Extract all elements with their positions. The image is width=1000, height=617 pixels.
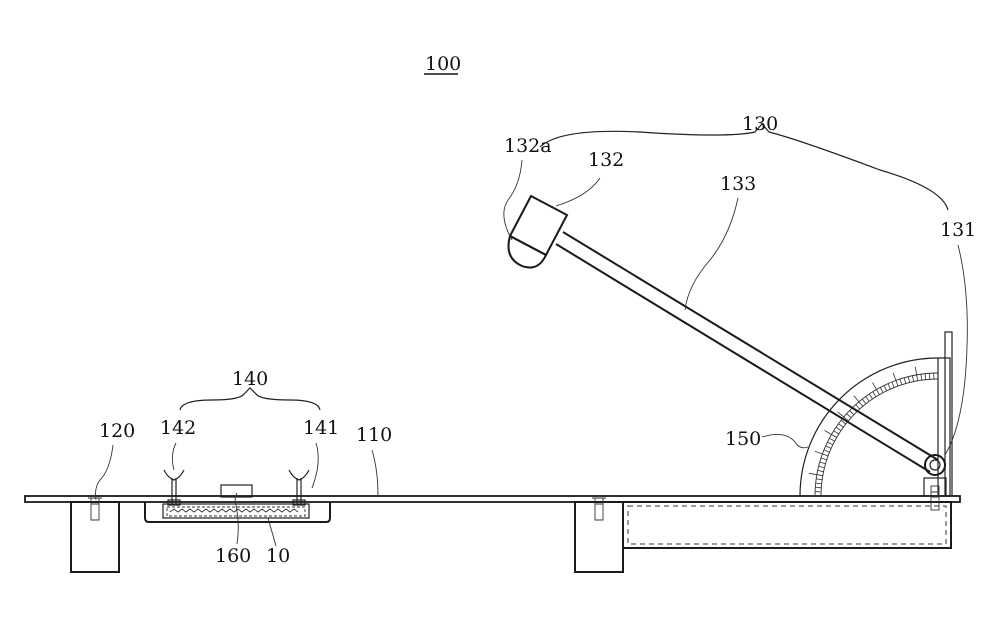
protractor-tick bbox=[912, 376, 913, 382]
label-impact-unit: 130 bbox=[742, 113, 778, 135]
support-leg-right bbox=[575, 498, 623, 572]
protractor-tick bbox=[847, 414, 852, 418]
protractor-tick bbox=[816, 483, 822, 484]
label-clamp-left: 142 bbox=[160, 417, 196, 439]
protractor-tick bbox=[809, 473, 823, 475]
protractor-tick bbox=[820, 462, 826, 464]
label-clamp-unit: 140 bbox=[232, 368, 268, 390]
protractor-tick bbox=[816, 479, 822, 480]
brace-clamp-unit bbox=[180, 388, 320, 410]
protractor-tick bbox=[884, 385, 887, 390]
protractor-tick bbox=[839, 424, 844, 428]
protractor-tick bbox=[915, 367, 917, 381]
protractor-tick bbox=[921, 374, 922, 380]
protractor-tick bbox=[819, 466, 825, 468]
protractor-tick bbox=[824, 450, 830, 452]
label-arm: 133 bbox=[720, 173, 756, 195]
protractor-tick bbox=[892, 382, 894, 388]
protractor-tick bbox=[829, 438, 834, 441]
protractor-tick bbox=[880, 387, 883, 392]
label-head-tip: 132a bbox=[504, 135, 552, 157]
protractor-ticks bbox=[807, 365, 938, 496]
label-clamp-right: 141 bbox=[303, 417, 339, 439]
leader-lines bbox=[96, 160, 968, 546]
protractor-tick bbox=[904, 378, 906, 384]
protractor-tick bbox=[821, 458, 827, 460]
label-specimen: 10 bbox=[266, 545, 290, 567]
protractor-tick bbox=[836, 427, 841, 430]
protractor-tick bbox=[827, 442, 832, 445]
protractor bbox=[800, 358, 950, 496]
protractor-tick bbox=[908, 377, 910, 383]
protractor-tick bbox=[826, 446, 832, 448]
label-hinge: 131 bbox=[940, 219, 976, 241]
protractor-tick bbox=[866, 397, 870, 402]
protractor-tick bbox=[888, 384, 890, 390]
label-impact-head: 132 bbox=[588, 149, 624, 171]
protractor-tick bbox=[925, 374, 926, 380]
label-protractor: 150 bbox=[725, 428, 761, 450]
protractor-tick bbox=[873, 392, 876, 397]
label-base-plate: 110 bbox=[356, 424, 392, 446]
label-support-legs: 120 bbox=[99, 420, 135, 442]
protractor-tick bbox=[862, 399, 866, 404]
label-sample-holder: 160 bbox=[215, 545, 251, 567]
protractor-tick bbox=[818, 470, 824, 471]
storage-box bbox=[623, 502, 951, 548]
protractor-tick bbox=[834, 431, 839, 434]
impact-head bbox=[509, 196, 568, 268]
protractor-tick bbox=[850, 411, 854, 415]
figure-number-label: 100 bbox=[425, 53, 461, 75]
protractor-tick bbox=[900, 379, 902, 385]
support-leg-left bbox=[71, 498, 119, 572]
protractor-tick bbox=[856, 405, 860, 410]
protractor-tick bbox=[869, 394, 872, 399]
